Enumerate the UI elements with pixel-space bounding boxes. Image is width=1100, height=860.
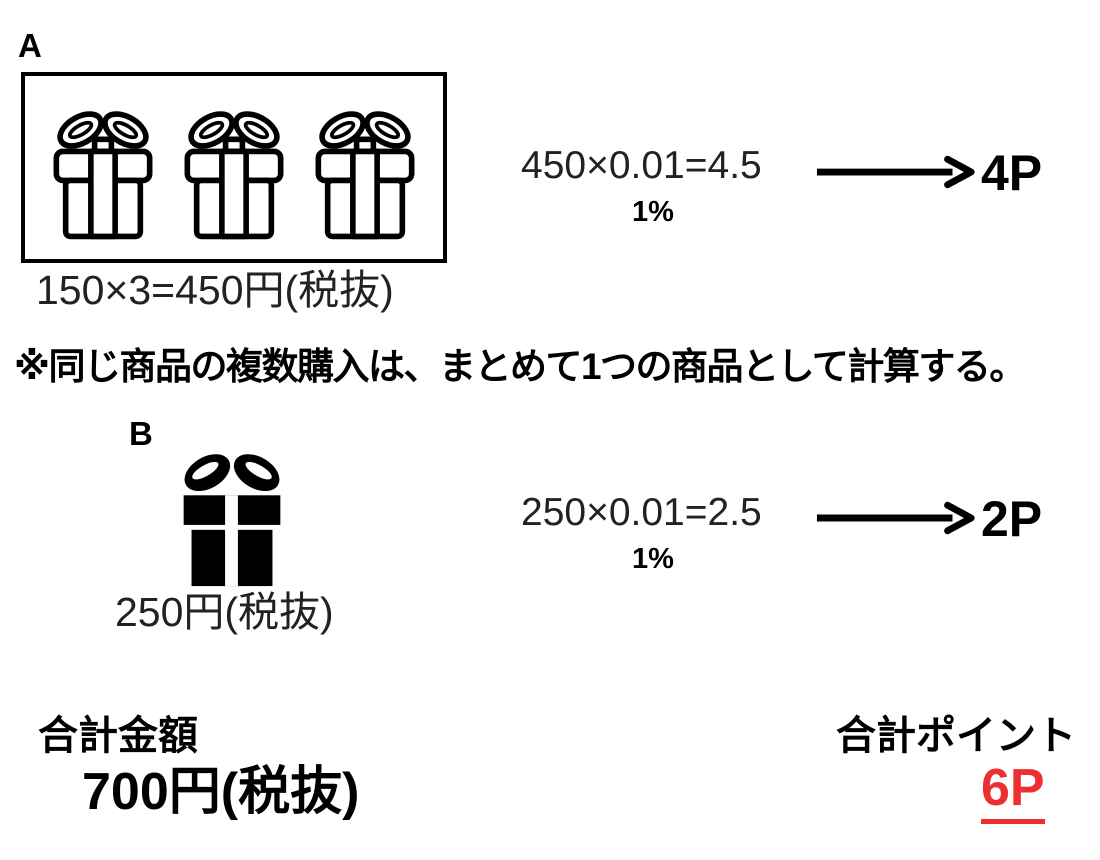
item-b-calculation: 250×0.01=2.5 — [521, 491, 762, 534]
gift-icon — [178, 446, 286, 587]
arrow-right-icon — [814, 501, 979, 535]
item-b-label: B — [129, 415, 153, 452]
item-a-label: A — [18, 27, 42, 64]
note-text: ※同じ商品の複数購入は、まとめて1つの商品として計算する。 — [14, 346, 1026, 387]
gift-icon — [309, 102, 421, 242]
item-a-calculation: 450×0.01=4.5 — [521, 144, 762, 187]
item-b-rate: 1% — [632, 543, 674, 575]
arrow-right-icon — [814, 155, 979, 189]
item-a-product-box — [21, 72, 447, 263]
item-a-points: 4P — [981, 145, 1043, 201]
total-points-value: 6P — [981, 759, 1045, 824]
gift-icon — [178, 102, 290, 242]
total-points-title: 合計ポイント — [836, 714, 1076, 758]
gift-icon — [47, 102, 159, 242]
item-b-price: 250円(税抜) — [115, 589, 334, 635]
total-amount-title: 合計金額 — [38, 714, 198, 758]
item-b-points: 2P — [981, 491, 1043, 547]
total-amount-value: 700円(税抜) — [82, 763, 360, 821]
item-a-rate: 1% — [632, 196, 674, 228]
item-a-price: 150×3=450円(税抜) — [36, 267, 394, 313]
